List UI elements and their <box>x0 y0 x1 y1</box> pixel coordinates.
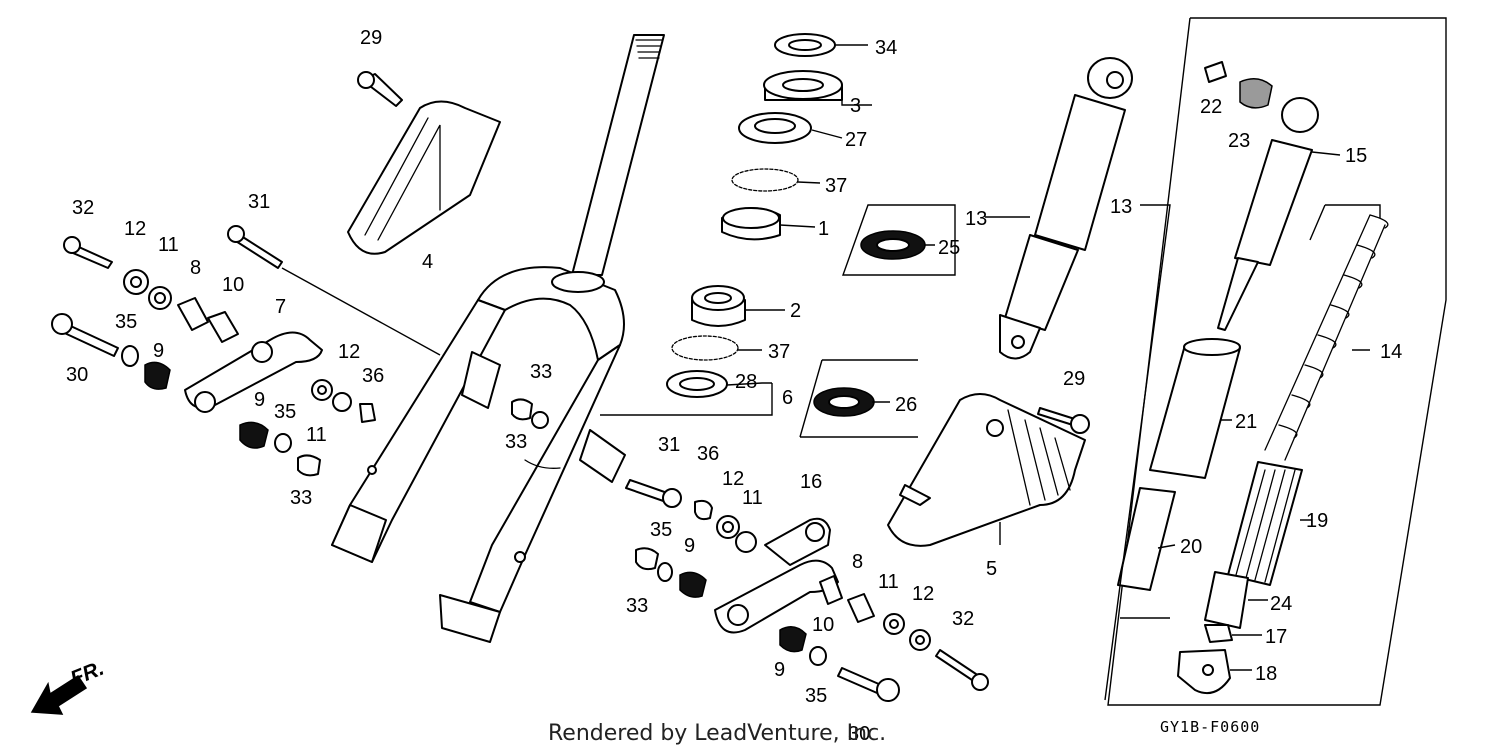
callout-label: 36 <box>362 365 384 387</box>
callout-label: 30 <box>848 723 870 745</box>
callout-label: 35 <box>274 401 296 423</box>
callout-label: 11 <box>742 487 763 509</box>
callout-label: 11 <box>158 234 179 256</box>
callout-label: 17 <box>1265 626 1287 648</box>
callout-label: 4 <box>422 251 433 273</box>
callout-label: 37 <box>825 175 847 197</box>
callout-label: 23 <box>1228 130 1250 152</box>
callout-label: 25 <box>938 237 960 259</box>
callout-label: 35 <box>650 519 672 541</box>
callout-labels: 29 34 3 27 37 1 25 13 13 22 23 15 4 32 1… <box>66 27 1402 745</box>
front-direction-indicator: FR. <box>30 657 107 715</box>
callout-label: 18 <box>1255 663 1277 685</box>
callout-label: 26 <box>895 394 917 416</box>
callout-label: 9 <box>153 340 164 362</box>
drawing-code: GY1B-F0600 <box>1160 718 1260 736</box>
callout-label: 21 <box>1235 411 1257 433</box>
callout-label: 14 <box>1380 341 1402 363</box>
right-link-hardware <box>625 407 1090 702</box>
callout-label: 12 <box>912 583 934 605</box>
callout-label: 29 <box>1063 368 1085 390</box>
callout-label: 16 <box>800 471 822 493</box>
callout-label: 13 <box>965 208 987 230</box>
callout-label: 11 <box>306 424 327 446</box>
callout-label: 12 <box>338 341 360 363</box>
render-credit: Rendered by LeadVenture, Inc. <box>548 721 886 746</box>
callout-label: 2 <box>790 300 801 322</box>
callout-label: 8 <box>190 257 201 279</box>
callout-label: 12 <box>124 218 146 240</box>
callout-label: 27 <box>845 129 867 151</box>
shock-exploded-box <box>1107 17 1447 706</box>
callout-label: 1 <box>818 218 829 240</box>
callout-label: 33 <box>290 487 312 509</box>
callout-label: 28 <box>735 371 757 393</box>
shock-absorber <box>999 57 1133 360</box>
callout-label: 33 <box>505 431 527 453</box>
callout-label: 10 <box>222 274 244 296</box>
callout-label: 34 <box>875 37 897 59</box>
callout-label: 13 <box>1110 196 1132 218</box>
callout-label: 24 <box>1270 593 1292 615</box>
callout-label: 33 <box>530 361 552 383</box>
leader-lines <box>600 44 1370 701</box>
callout-label: 32 <box>72 197 94 219</box>
callout-label: 11 <box>878 571 899 593</box>
callout-label: 9 <box>684 535 695 557</box>
callout-label: 8 <box>852 551 863 573</box>
callout-label: 19 <box>1306 510 1328 532</box>
fork-covers <box>347 100 1086 547</box>
callout-label: 15 <box>1345 145 1367 167</box>
callout-label: 12 <box>722 468 744 490</box>
callout-label: 3 <box>850 95 861 117</box>
callout-label: 7 <box>275 296 286 318</box>
callout-label: 20 <box>1180 536 1202 558</box>
callout-label: 31 <box>658 434 680 456</box>
callout-label: 10 <box>812 614 834 636</box>
callout-label: 32 <box>952 608 974 630</box>
callout-label: 33 <box>626 595 648 617</box>
callout-label: 22 <box>1200 96 1222 118</box>
callout-label: 6 <box>782 387 793 409</box>
callout-label: 36 <box>697 443 719 465</box>
front-arrow-icon <box>30 674 88 715</box>
callout-label: 37 <box>768 341 790 363</box>
callout-label: 35 <box>805 685 827 707</box>
callout-label: 29 <box>360 27 382 49</box>
callout-label: 30 <box>66 364 88 386</box>
steering-head-parts <box>666 33 956 438</box>
front-direction-label: FR. <box>67 657 107 691</box>
callout-label: 9 <box>254 389 265 411</box>
front-fork-assembly <box>331 34 665 643</box>
callout-label: 31 <box>248 191 270 213</box>
callout-label: 9 <box>774 659 785 681</box>
callout-label: 35 <box>115 311 137 333</box>
callout-label: 5 <box>986 558 997 580</box>
left-link-hardware <box>51 71 549 477</box>
